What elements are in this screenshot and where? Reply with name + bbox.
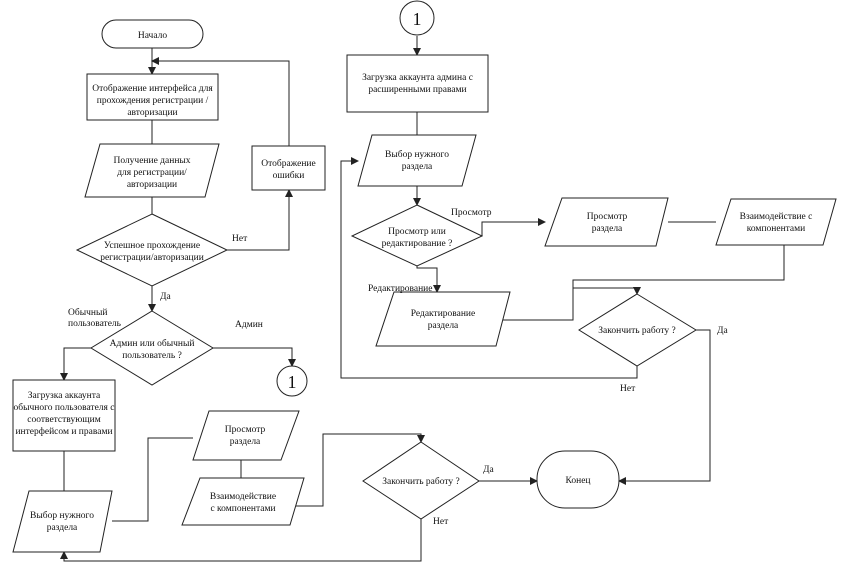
node-interact-admin-text: Взаимодействие с компонентами xyxy=(740,211,813,234)
node-view-or-edit-text-line: Просмотр или xyxy=(388,227,446,237)
node-select-section-admin-text: Выбор нужного раздела xyxy=(385,149,449,172)
node-interact-user-text: Взаимодействие с компонентами xyxy=(210,491,276,514)
node-check-auth-text-line: Успешное прохождение xyxy=(104,241,200,251)
edge-label-regular-user-line: пользователь xyxy=(68,319,122,329)
node-start-text: Начало xyxy=(138,31,168,41)
node-show-ui-text: Отображение интерфейса для прохождения ре… xyxy=(92,83,213,118)
edge-label-admin: Админ xyxy=(235,320,263,330)
node-show-error-text-line: ошибки xyxy=(273,170,305,181)
node-load-admin-text: Загрузка аккаунта админа с расширенными п… xyxy=(362,73,473,95)
node-interact-user-text-line: Взаимодействие xyxy=(210,491,276,502)
node-edit-section: Редактирование раздела xyxy=(375,291,511,347)
connector-bottom-text-line: 1 xyxy=(288,372,297,392)
node-load-user-text-line: обычного пользователя с xyxy=(14,402,115,413)
node-finish-admin-text-line: Закончить работу ? xyxy=(598,325,675,336)
node-select-section-user-text: Выбор нужного раздела xyxy=(30,510,94,533)
edge-label-admin-finish-yes: Да xyxy=(717,326,728,336)
node-start: Начало xyxy=(101,19,204,49)
node-load-user-text-line: соответствующим xyxy=(27,415,100,425)
node-view-section-admin-text-line: раздела xyxy=(592,224,623,234)
node-show-ui-text-line: прохождения регистрации / xyxy=(97,96,209,106)
node-select-section-admin-text-line: Выбор нужного xyxy=(385,149,449,160)
node-check-auth-text-line: регистрации/авторизации xyxy=(100,253,204,263)
node-start-text-line: Начало xyxy=(138,31,168,41)
node-load-admin-text-line: Загрузка аккаунта админа с xyxy=(362,73,473,83)
edge-label-auth-no: Нет xyxy=(232,234,248,244)
node-admin-or-user-text-line: пользователь ? xyxy=(122,351,182,361)
node-interact-user: Взаимодействие с компонентами xyxy=(181,477,305,526)
node-admin-or-user-text: Админ или обычный пользователь ? xyxy=(110,338,195,361)
edge-label-auth-yes: Да xyxy=(160,292,171,302)
node-view-or-edit-text-line: редактирование ? xyxy=(382,239,453,249)
connector-bottom: 1 xyxy=(276,365,308,397)
node-view-section-user: Просмотр раздела xyxy=(192,410,300,461)
node-view-or-edit-text: Просмотр или редактирование ? xyxy=(382,227,453,249)
node-interact-user-text-line: с компонентами xyxy=(210,504,275,514)
edge-label-regular-user-line: Обычный xyxy=(68,307,107,318)
node-select-section-admin-text-line: раздела xyxy=(402,162,433,172)
node-select-section-user: Выбор нужного раздела xyxy=(12,490,113,553)
node-admin-or-user: Админ или обычный пользователь ? xyxy=(90,310,214,386)
edge-label-admin-view: Просмотр xyxy=(451,208,492,218)
node-get-data-text-line: для регистрации/ xyxy=(117,168,187,178)
edge-label-user-finish-yes: Да xyxy=(483,465,494,475)
connector-top: 1 xyxy=(399,0,435,36)
node-get-data-text-line: Получение данных xyxy=(113,156,190,166)
node-view-section-admin-text: Просмотр раздела xyxy=(587,212,628,234)
node-finish-user-text-line: Закончить работу ? xyxy=(382,476,459,487)
node-select-section-admin: Выбор нужного раздела xyxy=(357,134,477,187)
node-finish-user-text: Закончить работу ? xyxy=(382,476,459,487)
node-edit-section-text-line: раздела xyxy=(428,321,459,331)
connector-top-text: 1 xyxy=(413,9,422,29)
node-load-admin: Загрузка аккаунта админа с расширенными п… xyxy=(346,54,489,113)
connector-top-text-line: 1 xyxy=(413,9,422,29)
node-end-text: Конец xyxy=(566,476,591,486)
node-edit-section-text: Редактирование раздела xyxy=(411,309,476,331)
connector-lines xyxy=(60,36,785,562)
node-view-section-user-text: Просмотр раздела xyxy=(225,425,266,447)
node-load-user-text-line: интерфейсом и правами xyxy=(15,426,112,437)
node-get-data-text: Получение данных для регистрации/авториза… xyxy=(113,156,190,190)
node-finish-admin-text: Закончить работу ? xyxy=(598,325,675,336)
node-finish-admin: Закончить работу ? xyxy=(578,293,697,367)
node-end-text-line: Конец xyxy=(566,476,591,486)
node-check-auth: Успешное прохождение регистрации/авториза… xyxy=(75,213,229,287)
edge-label-admin-finish-no: Нет xyxy=(620,384,636,394)
node-end: Конец xyxy=(536,450,620,509)
edge-label-admin-edit: Редактирование xyxy=(368,284,433,294)
node-interact-admin: Взаимодействие с компонентами xyxy=(715,198,837,246)
node-get-data-text-line: авторизации xyxy=(127,180,177,190)
node-admin-or-user-text-line: Админ или обычный xyxy=(110,338,195,349)
node-select-section-user-text-line: раздела xyxy=(47,523,78,533)
node-check-auth-text: Успешное прохождение регистрации/авториза… xyxy=(100,241,204,263)
edge-label-user-finish-no: Нет xyxy=(433,517,449,527)
node-show-ui-text-line: Отображение интерфейса для xyxy=(92,83,213,94)
node-show-ui: Отображение интерфейса для прохождения ре… xyxy=(86,73,219,121)
node-show-ui-text-line: авторизации xyxy=(127,108,177,118)
node-interact-admin-text-line: компонентами xyxy=(747,224,806,234)
node-show-error-text-line: Отображение xyxy=(261,158,315,169)
node-view-section-admin: Просмотр раздела xyxy=(544,197,669,247)
connector-bottom-text: 1 xyxy=(288,372,297,392)
node-view-section-user-text-line: Просмотр xyxy=(225,425,266,435)
node-view-section-user-text-line: раздела xyxy=(230,437,261,447)
node-load-admin-text-line: расширенными правами xyxy=(368,85,466,95)
node-get-data: Получение данных для регистрации/авториза… xyxy=(84,143,220,198)
node-view-or-edit: Просмотр или редактирование ? xyxy=(350,204,484,267)
node-load-user-text-line: Загрузка аккаунта xyxy=(28,391,101,401)
node-interact-admin-text-line: Взаимодействие с xyxy=(740,211,813,222)
node-select-section-user-text-line: Выбор нужного xyxy=(30,510,94,521)
node-view-section-admin-text-line: Просмотр xyxy=(587,212,628,222)
node-finish-user: Закончить работу ? xyxy=(362,441,480,520)
node-edit-section-text-line: Редактирование xyxy=(411,309,476,319)
